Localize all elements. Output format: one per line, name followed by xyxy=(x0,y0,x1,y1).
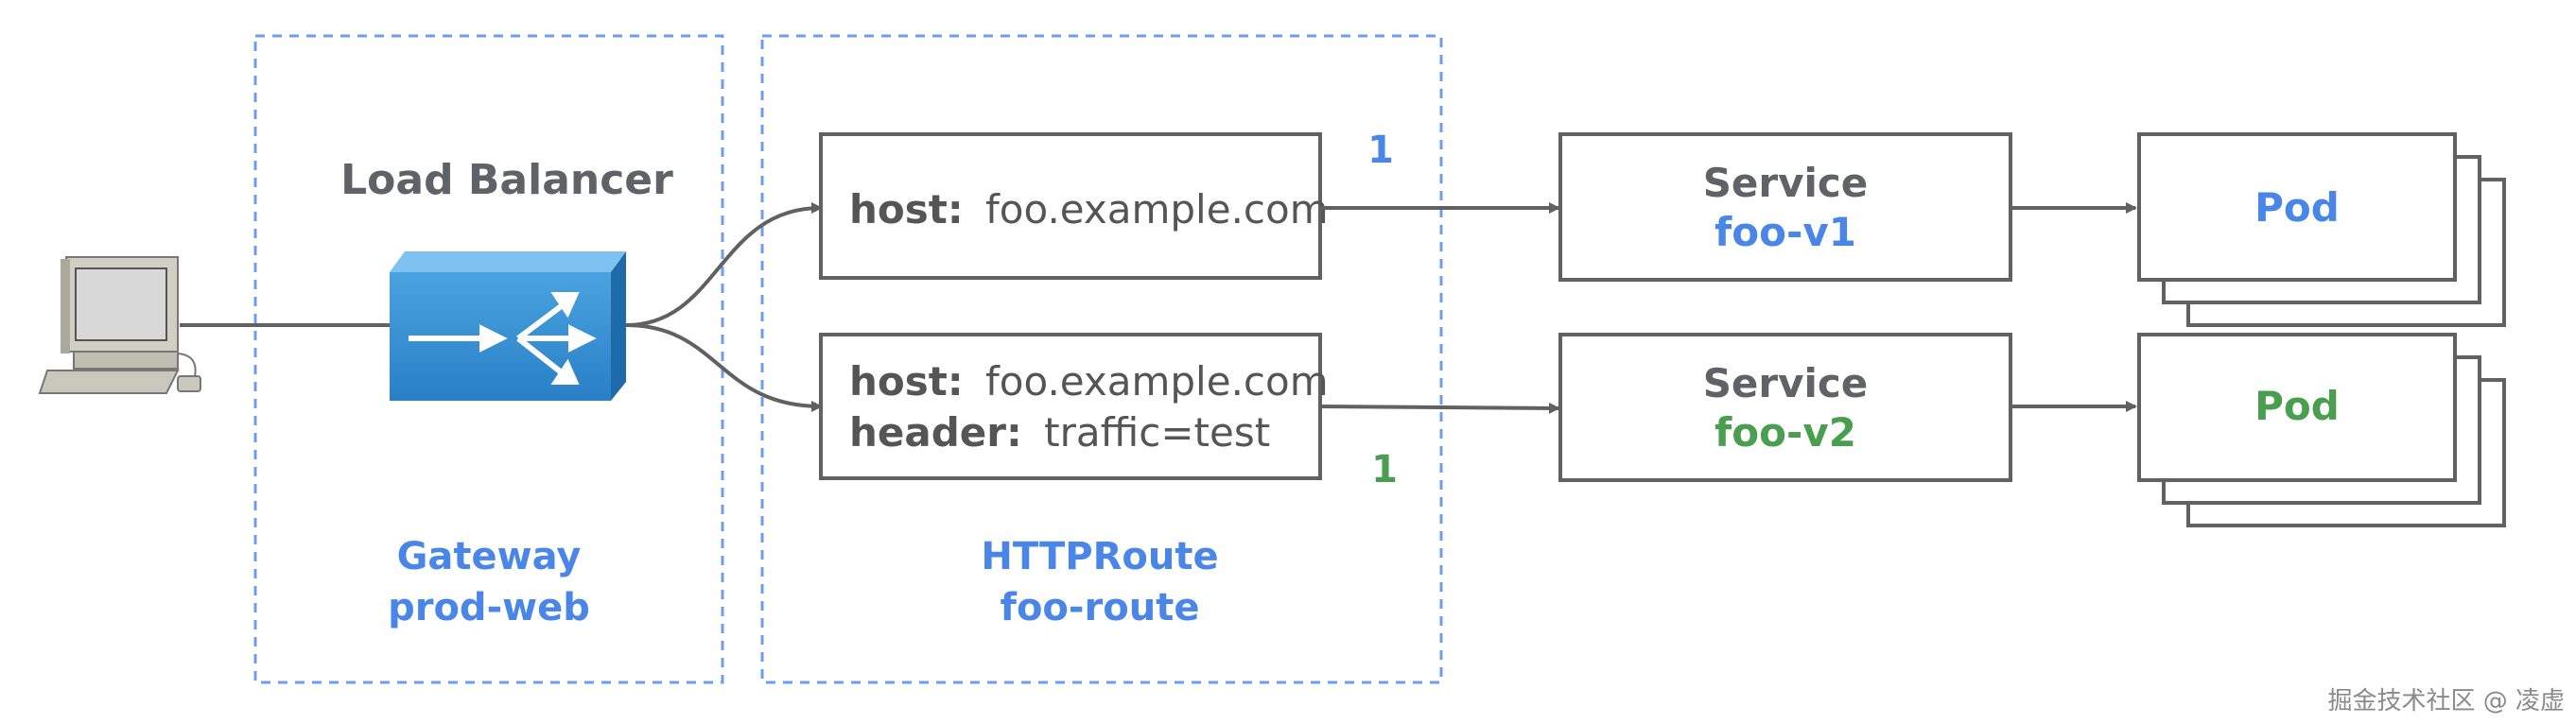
rule1-host-key: host: xyxy=(849,186,964,233)
watermark: 掘金技术社区 @ 凌虚 xyxy=(2327,687,2565,715)
rule2-header-value: traffic=test xyxy=(1044,409,1270,456)
rule1-host-value: foo.example.com xyxy=(985,186,1329,233)
rule2-header-key: header: xyxy=(849,409,1022,456)
gateway-boundary xyxy=(253,34,724,684)
svg-text:host: foo.example.com: host: foo.example.com xyxy=(849,186,1329,233)
httproute-label-name: foo-route xyxy=(1001,586,1200,629)
pod1-label: Pod xyxy=(2254,184,2340,231)
service1-name: foo-v1 xyxy=(1714,209,1856,255)
svg-text:host: foo.example.com: host: foo.example.com xyxy=(849,358,1329,405)
computer-icon xyxy=(38,256,201,394)
service2-title: Service xyxy=(1703,360,1869,406)
rule2-weight: 1 xyxy=(1371,448,1398,491)
rule2-to-service2-arrow xyxy=(1319,402,1560,414)
httproute-label-kind: HTTPRoute xyxy=(981,535,1218,578)
service-foo-v1: Service foo-v1 xyxy=(1558,132,2012,282)
pod-stack-1: Pod xyxy=(2137,132,2506,327)
service1-title: Service xyxy=(1703,160,1869,206)
route-rule-1: host: foo.example.com xyxy=(819,132,1329,280)
lb-to-rule2-arrow xyxy=(625,323,823,412)
service-foo-v2: Service foo-v2 xyxy=(1558,333,2012,482)
pod2-label: Pod xyxy=(2254,383,2340,429)
rule2-host-value: foo.example.com xyxy=(985,358,1329,405)
lb-to-rule1-arrow xyxy=(625,202,823,327)
load-balancer-icon xyxy=(390,251,626,401)
rule2-host-key: host: xyxy=(849,358,964,405)
gateway-label-name: prod-web xyxy=(388,586,590,629)
service2-name: foo-v2 xyxy=(1714,409,1856,456)
load-balancer-title: Load Balancer xyxy=(340,156,673,204)
rule1-weight: 1 xyxy=(1367,129,1394,172)
gateway-label-kind: Gateway xyxy=(397,535,582,578)
route-rule-2: host: foo.example.com header: traffic=te… xyxy=(819,333,1329,480)
pod-stack-2: Pod xyxy=(2137,333,2506,527)
svg-text:header: traffic=test: header: traffic=test xyxy=(849,409,1270,456)
